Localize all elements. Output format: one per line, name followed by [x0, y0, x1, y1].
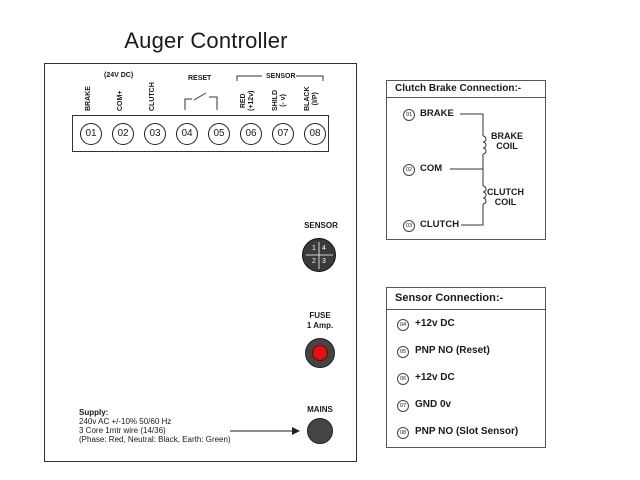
sc-num-04: 04 — [397, 319, 409, 331]
sensor-connection-title: Sensor Connection:- — [387, 292, 545, 310]
brake-coil-label: BRAKE COIL — [491, 131, 524, 151]
sc-num-08: 08 — [397, 427, 409, 439]
clutch-coil-label: CLUTCH COIL — [487, 187, 524, 207]
supply-heading: Supply: — [79, 408, 109, 417]
sensor-pin-2: 2 — [312, 258, 316, 265]
terminal-03[interactable]: 03 — [144, 123, 166, 145]
sc-num-06: 06 — [397, 373, 409, 385]
controller-panel — [44, 63, 357, 462]
clutch-brake-connection-box: Clutch Brake Connection:- 01 BRAKE 02 CO… — [386, 80, 546, 240]
cb-num-03: 03 — [403, 220, 415, 232]
terminal-label-brake: BRAKE — [85, 86, 92, 111]
terminal-02[interactable]: 02 — [112, 123, 134, 145]
clutch-brake-title: Clutch Brake Connection:- — [387, 83, 545, 98]
sensor-pin-4: 4 — [322, 245, 326, 252]
sc-label-07: GND 0v — [415, 399, 452, 410]
terminal-04[interactable]: 04 — [176, 123, 198, 145]
sc-label-08: PNP NO (Slot Sensor) — [415, 426, 519, 437]
sc-label-04: +12v DC — [415, 318, 455, 329]
terminal-01[interactable]: 01 — [80, 123, 102, 145]
terminal-strip: 01 02 03 04 05 06 07 08 — [72, 115, 329, 152]
sensor-connector[interactable]: 1 4 2 3 — [302, 238, 336, 272]
terminal-06[interactable]: 06 — [240, 123, 262, 145]
sc-num-05: 05 — [397, 346, 409, 358]
coil-wiring-lines — [450, 113, 487, 226]
dc-group-label: (24V DC) — [104, 72, 134, 79]
cb-num-02: 02 — [403, 164, 415, 176]
fuse-indicator-icon — [312, 345, 328, 361]
terminal-wiring-lines — [184, 75, 324, 110]
terminal-07[interactable]: 07 — [272, 123, 294, 145]
terminal-label-clutch: CLUTCH — [149, 82, 156, 111]
terminal-08[interactable]: 08 — [304, 123, 326, 145]
terminal-label-shild: SHILD (- v) — [272, 90, 287, 111]
reset-group-label: RESET — [188, 75, 212, 82]
fuse-holder[interactable] — [305, 338, 335, 368]
supply-line-2: 3 Core 1mtr wire (14/36) — [79, 426, 166, 435]
sensor-group-label: SENSOR — [266, 73, 296, 80]
cb-label-com: COM — [420, 163, 443, 174]
supply-line-3: (Phase: Red, Neutral: Black, Earth: Gree… — [79, 435, 231, 444]
sensor-pin-1: 1 — [312, 245, 316, 252]
mains-inlet[interactable] — [307, 418, 333, 444]
sensor-pin-3: 3 — [322, 258, 326, 265]
terminal-label-com: COM+ — [117, 90, 124, 111]
sc-num-07: 07 — [397, 400, 409, 412]
cb-num-01: 01 — [403, 109, 415, 121]
mains-label: MAINS — [307, 405, 333, 414]
sc-label-06: +12v DC — [415, 372, 455, 383]
terminal-05[interactable]: 05 — [208, 123, 230, 145]
sensor-pin-divider-icon — [306, 242, 333, 269]
sc-label-05: PNP NO (Reset) — [415, 345, 490, 356]
terminal-label-red: RED (+12v) — [240, 90, 255, 111]
cb-label-clutch: CLUTCH — [420, 219, 460, 230]
sensor-connector-label: SENSOR — [304, 221, 338, 230]
terminal-label-black: BLACK (I/P) — [304, 86, 319, 112]
supply-info: Supply: 240v AC +/-10% 50/60 Hz 3 Core 1… — [79, 408, 231, 444]
sensor-connection-box: Sensor Connection:- 04 +12v DC 05 PNP NO… — [386, 287, 546, 448]
fuse-label: FUSE 1 Amp. — [306, 311, 334, 330]
arrow-right-icon — [230, 427, 300, 435]
page-title: Auger Controller — [124, 28, 288, 53]
supply-line-1: 240v AC +/-10% 50/60 Hz — [79, 417, 172, 426]
cb-label-brake: BRAKE — [420, 108, 454, 119]
